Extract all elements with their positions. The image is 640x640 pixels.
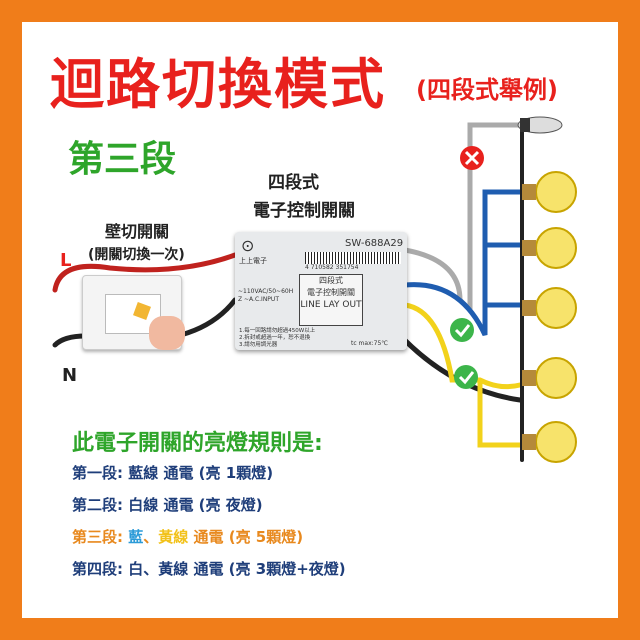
box-line-2: 電子控制開關 (307, 288, 355, 297)
live-wire-red (52, 252, 238, 293)
brand-name: 上上電子 (239, 257, 267, 265)
check-mark-icon (450, 318, 474, 342)
bulb-icon (535, 357, 577, 399)
electronic-switch-device: ⊙ 上上電子 SW-688A29 4 710582 351754 ~110VAC… (235, 232, 407, 350)
rule-item: 第一段: 藍線 通電 (亮 1顆燈) (72, 462, 273, 483)
note: 1.每一回路請勿超過450W以上 (239, 328, 316, 334)
barcode-number: 4 710582 351754 (305, 264, 359, 271)
rule-text: 通電 (亮 5顆燈) (188, 528, 304, 546)
rule-label: 第二段: (72, 496, 123, 514)
switch-label-2: (開關切換一次) (88, 247, 185, 263)
blue-wire (402, 189, 523, 337)
device-label-1: 四段式 (268, 173, 319, 193)
note: 3.請勿用調光器 (239, 342, 278, 348)
stage-label: 第三段 (68, 139, 177, 180)
rule-item: 第二段: 白線 通電 (亮 夜燈) (72, 494, 263, 515)
brand-logo-icon: ⊙ (241, 236, 255, 255)
switch-label-1: 壁切開關 (105, 222, 170, 241)
page-title: 迴路切換模式 (50, 53, 386, 116)
rule-text: 藍線 通電 (亮 1顆燈) (128, 464, 274, 482)
check-mark-icon (454, 365, 478, 389)
rule-text: 白線 通電 (亮 夜燈) (128, 496, 263, 514)
yellow-wire (402, 302, 523, 448)
note: 2.拆封或超過一年，恕不退換 (239, 335, 311, 341)
bulb-icon (535, 287, 577, 329)
rules-title: 此電子開關的亮燈規則是: (72, 431, 323, 456)
device-diagram-box: 四段式 電子控制開關 LINE LAY OUT (299, 274, 363, 326)
page-subtitle: (四段式舉例) (416, 76, 558, 104)
rule-label: 第四段: (72, 560, 123, 578)
rule-item: 第四段: 白、黃線 通電 (亮 3顆燈+夜燈) (72, 558, 346, 579)
rule-item-active: 第三段: 藍、黃線 通電 (亮 5顆燈) (72, 526, 303, 547)
rule-yellow-wire: 黃線 (158, 528, 189, 546)
bulb-icon (535, 227, 577, 269)
rule-separator: 、 (143, 528, 159, 546)
barcode (305, 252, 401, 264)
rule-blue-wire: 藍 (128, 528, 144, 546)
model-number: SW-688A29 (345, 238, 404, 249)
input-spec: ~110VAC/50~60HZ ~A.C.INPUT (238, 288, 294, 303)
live-label: L (60, 250, 72, 271)
device-notes: 1.每一回路請勿超過450W以上 2.拆封或超過一年，恕不退換 3.請勿用調光器 (239, 328, 315, 349)
box-line-3: LINE LAY OUT (300, 300, 362, 310)
bulb-icon (535, 171, 577, 213)
temp-rating: tc max:75℃ (351, 340, 389, 347)
x-mark-icon (460, 146, 484, 170)
rule-label: 第一段: (72, 464, 123, 482)
rule-text: 白、黃線 通電 (亮 3顆燈+夜燈) (128, 560, 346, 578)
bulb-icon (535, 421, 577, 463)
wall-switch[interactable] (82, 275, 185, 350)
hand-pointer-icon (149, 316, 185, 350)
rule-label: 第三段: (72, 528, 123, 546)
night-light-icon (517, 116, 563, 134)
device-label-2: 電子控制開關 (253, 201, 355, 221)
neutral-label: N (62, 365, 78, 386)
box-line-1: 四段式 (319, 276, 343, 285)
